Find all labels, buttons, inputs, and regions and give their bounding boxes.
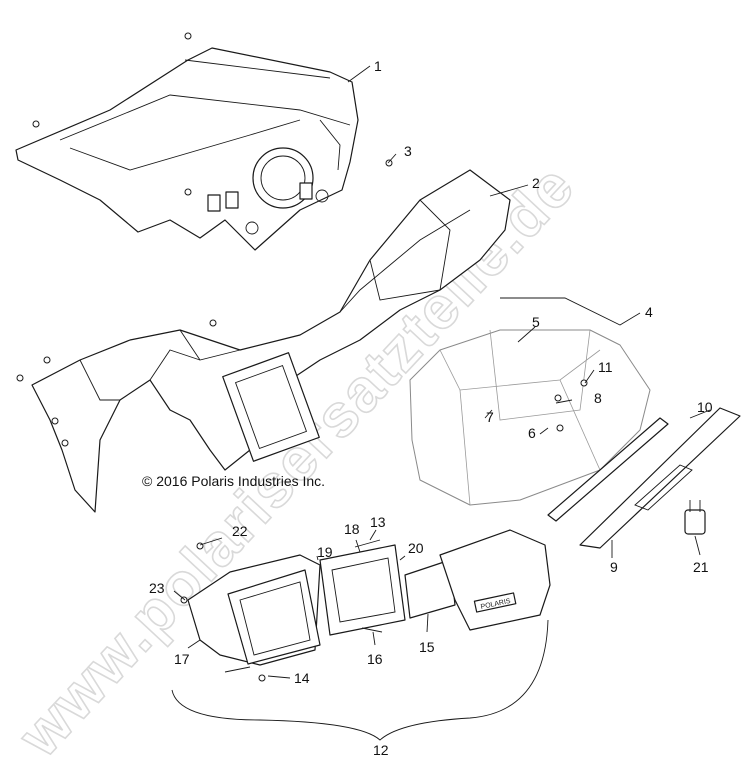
part-12-cover: POLARIS [439, 529, 551, 631]
callout-18: 18 [344, 521, 360, 537]
part-10-door [547, 417, 669, 522]
fasteners [16, 32, 588, 682]
callout-17: 17 [174, 651, 190, 667]
callout-22: 22 [232, 523, 248, 539]
part-1-upper-dash-panel [15, 47, 359, 251]
callout-20: 20 [408, 540, 424, 556]
callout-13: 13 [370, 514, 386, 530]
callout-23: 23 [149, 580, 165, 596]
callout-1: 1 [374, 58, 382, 74]
callout-10: 10 [697, 399, 713, 415]
callout-21: 21 [693, 559, 709, 575]
part-4-glove-box [409, 329, 651, 506]
callouts: 1 2 3 4 5 6 7 8 9 10 11 12 13 14 15 16 1… [149, 58, 713, 758]
callout-16: 16 [367, 651, 383, 667]
callout-4: 4 [645, 304, 653, 320]
part-9-door-panel [579, 407, 741, 549]
copyright-notice: © 2016 Polaris Industries Inc. [142, 473, 325, 489]
part-2-lower-dash [31, 169, 511, 513]
part-15-spacer [404, 559, 456, 619]
callout-11: 11 [598, 359, 613, 375]
callout-2: 2 [532, 175, 540, 191]
callout-7: 7 [486, 409, 494, 425]
callout-8: 8 [594, 390, 602, 406]
leader-lines [171, 65, 711, 741]
callout-6: 6 [528, 425, 536, 441]
callout-9: 9 [610, 559, 618, 575]
callout-15: 15 [419, 639, 435, 655]
callout-3: 3 [404, 143, 412, 159]
callout-14: 14 [294, 670, 310, 686]
callout-5: 5 [532, 314, 540, 330]
part-19-frame [227, 569, 321, 665]
part-20-inner-frame [319, 544, 406, 636]
callout-19: 19 [317, 544, 333, 560]
part-21-latch [684, 500, 706, 535]
callout-12: 12 [373, 742, 389, 758]
